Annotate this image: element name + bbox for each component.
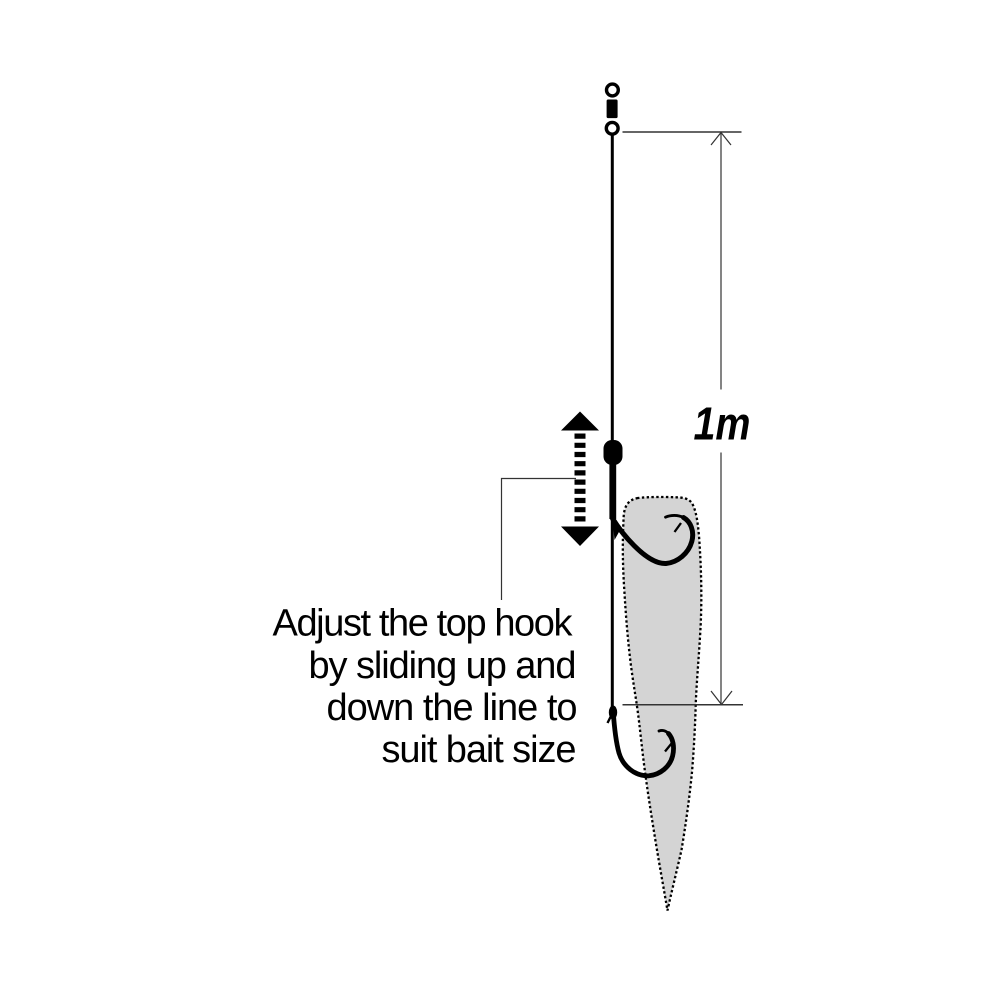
svg-text:down the line to: down the line to bbox=[327, 687, 578, 729]
svg-text:by sliding up and: by sliding up and bbox=[309, 645, 577, 687]
svg-text:Adjust the top hook: Adjust the top hook bbox=[273, 603, 574, 645]
svg-text:1m: 1m bbox=[694, 398, 751, 450]
svg-text:suit bait size: suit bait size bbox=[382, 729, 577, 771]
